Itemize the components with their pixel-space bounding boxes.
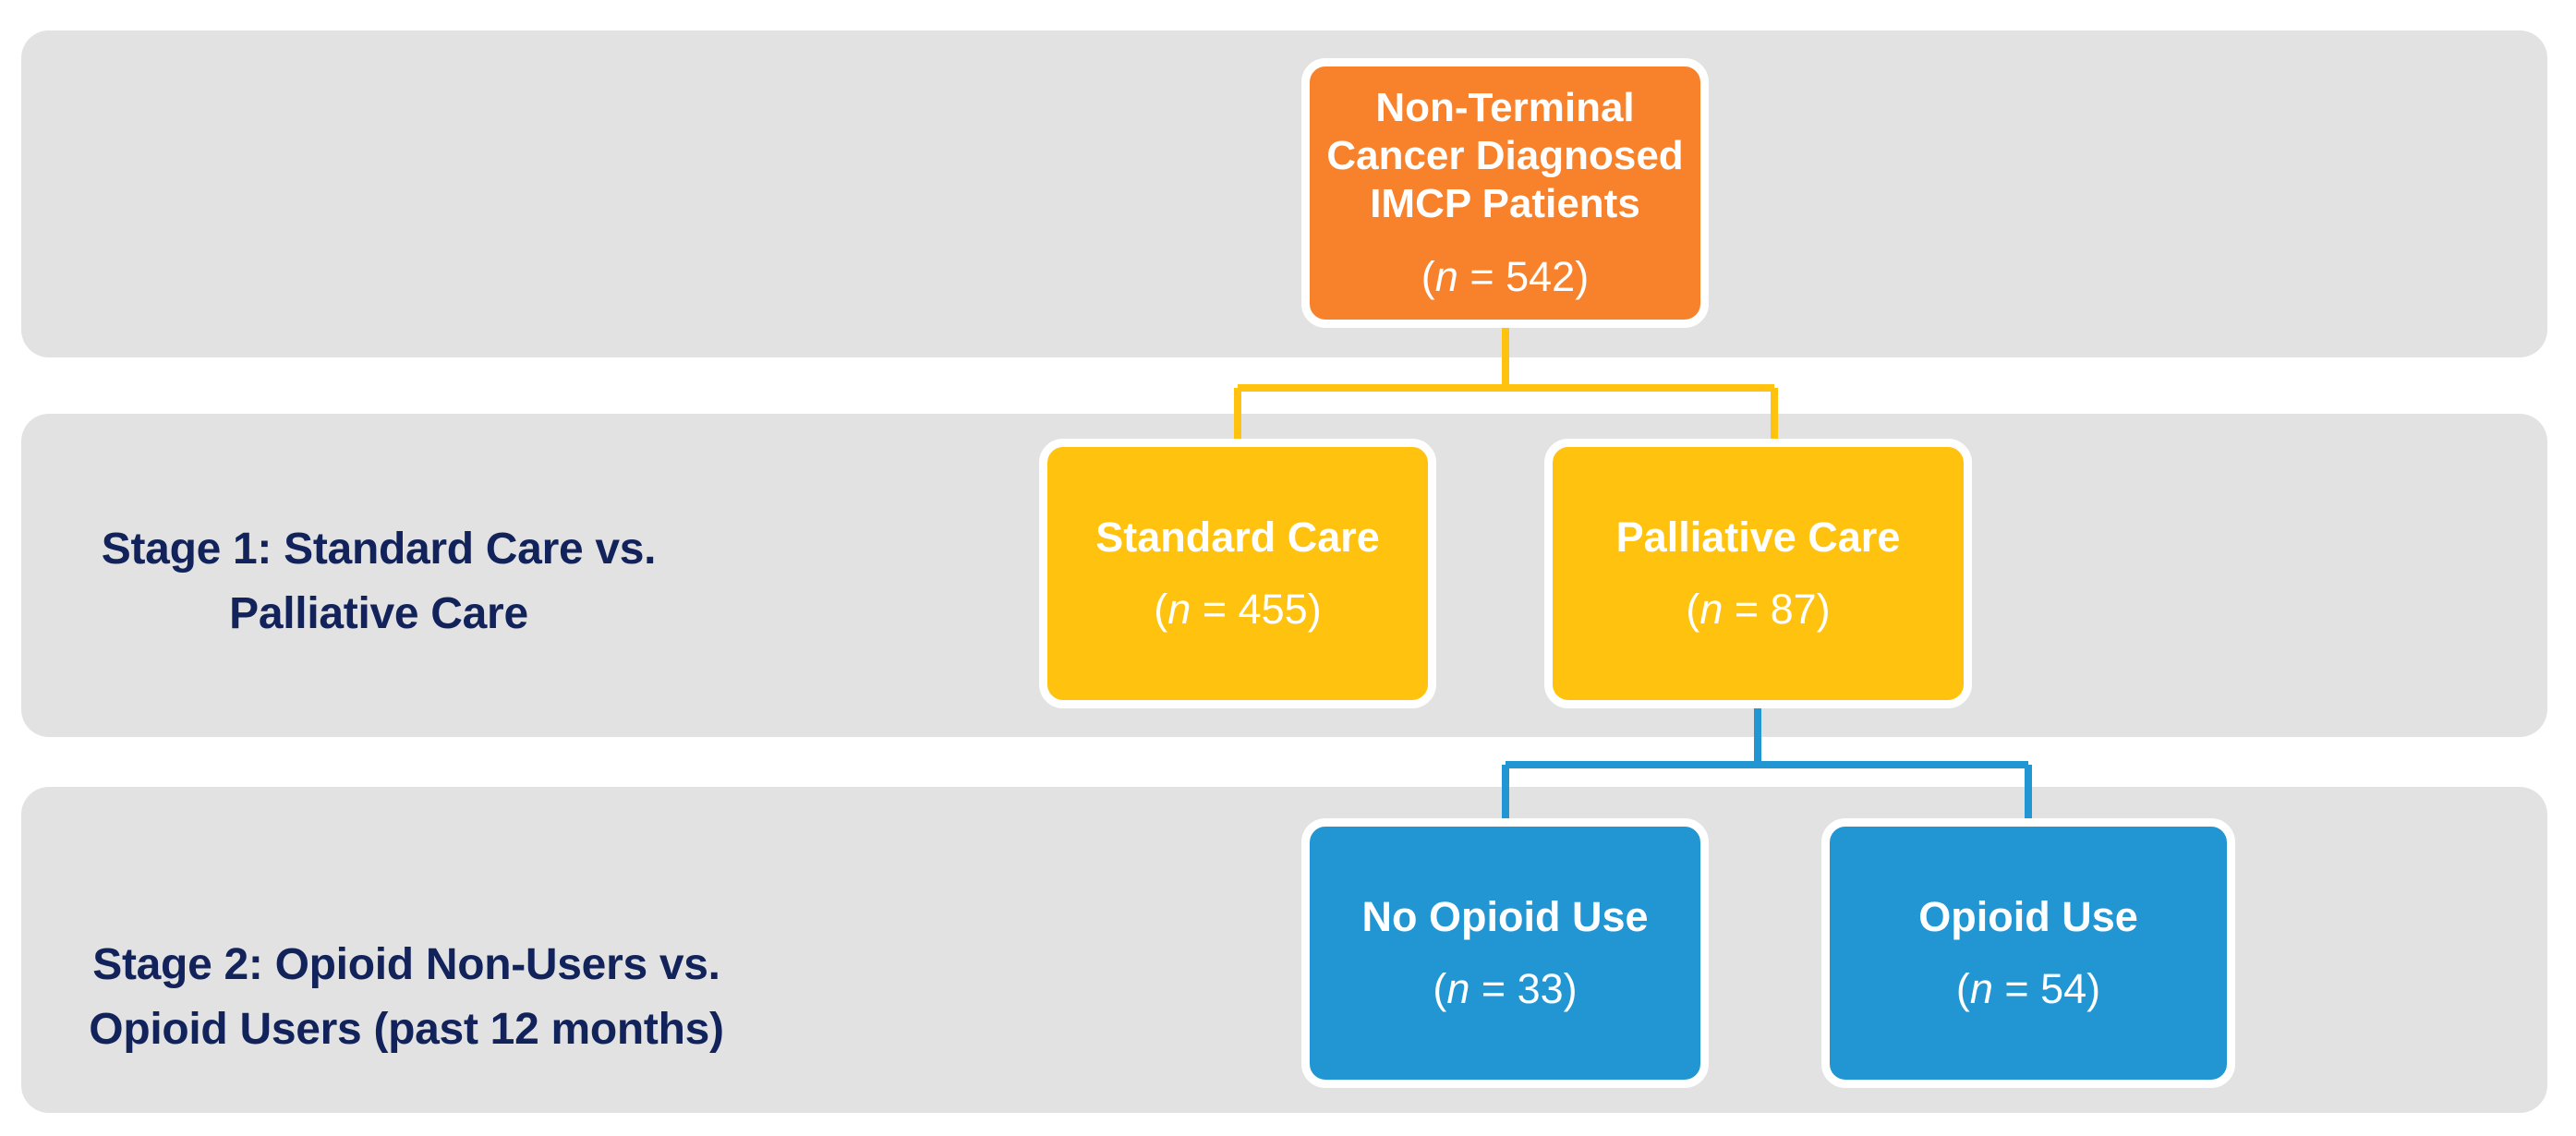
node-standard-care: Standard Care (n = 455) <box>1039 439 1436 708</box>
node-non-terminal-cancer-imcp-patients: Non-Terminal Cancer Diagnosed IMCP Patie… <box>1301 58 1709 328</box>
stage-1-label-line-2: Palliative Care <box>229 588 528 638</box>
stage-1-label-line-1: Stage 1: Standard Care vs. <box>101 525 657 574</box>
node-palliative-care: Palliative Care (n = 87) <box>1544 439 1972 708</box>
node-standard-care-title: Standard Care <box>1095 514 1380 562</box>
node-root-title: Non-Terminal Cancer Diagnosed IMCP Patie… <box>1326 84 1683 228</box>
stage-2-label: Stage 2: Opioid Non-Users vs. Opioid Use… <box>32 933 780 1061</box>
connector-root-to-stage1 <box>1234 328 1778 439</box>
connector-palliative-to-stage2 <box>1502 708 2032 818</box>
node-palliative-care-count: (n = 87) <box>1686 585 1831 633</box>
node-root-title-line-1: Non-Terminal <box>1375 85 1635 131</box>
node-no-opioid-use: No Opioid Use (n = 33) <box>1301 818 1709 1088</box>
node-standard-care-count: (n = 455) <box>1154 585 1322 633</box>
row-band-cohort <box>21 30 2547 357</box>
node-no-opioid-use-count: (n = 33) <box>1433 964 1578 1012</box>
node-root-count: (n = 542) <box>1421 252 1590 300</box>
node-opioid-use-count: (n = 54) <box>1955 964 2101 1012</box>
node-root-title-line-3: IMCP Patients <box>1370 180 1640 226</box>
stage-1-label: Stage 1: Standard Care vs. Palliative Ca… <box>55 517 702 646</box>
stage-2-label-line-2: Opioid Users (past 12 months) <box>89 1004 724 1054</box>
stage-2-label-line-1: Stage 2: Opioid Non-Users vs. <box>92 940 720 989</box>
node-opioid-use-title: Opioid Use <box>1918 893 2138 941</box>
node-root-title-line-2: Cancer Diagnosed <box>1326 133 1684 179</box>
node-opioid-use: Opioid Use (n = 54) <box>1821 818 2235 1088</box>
node-palliative-care-title: Palliative Care <box>1615 514 1901 562</box>
node-no-opioid-use-title: No Opioid Use <box>1361 893 1649 941</box>
